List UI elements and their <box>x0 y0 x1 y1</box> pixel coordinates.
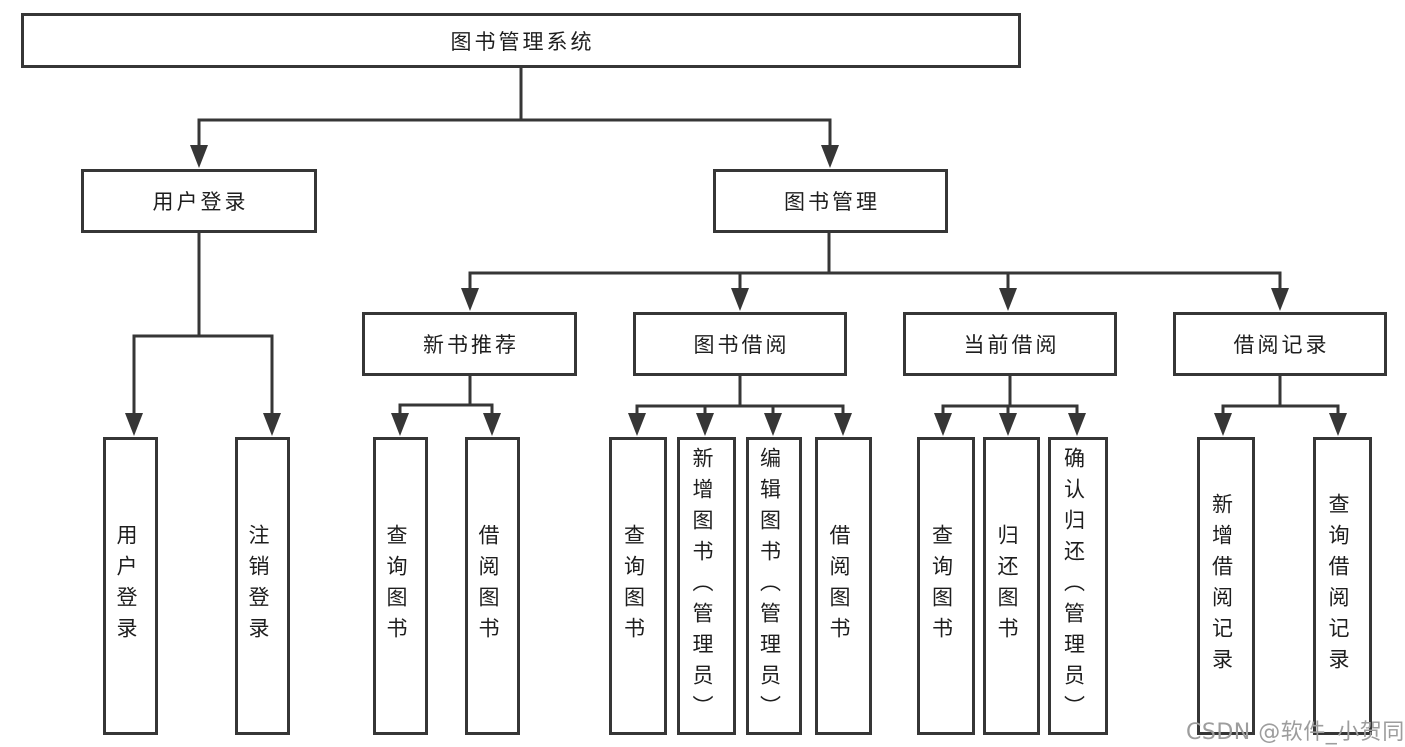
leaf-recommend-query-book: 查询图书 <box>373 437 428 735</box>
leaf-add-borrow-record: 新增借阅记录 <box>1197 437 1255 735</box>
leaf-confirm-return-admin: 确认归还（管理员） <box>1048 437 1108 735</box>
leaf-add-book-admin: 新增图书（管理员） <box>677 437 736 735</box>
leaf-edit-book-admin: 编辑图书（管理员） <box>746 437 802 735</box>
node-current-borrow: 当前借阅 <box>903 312 1117 376</box>
node-borrow-record: 借阅记录 <box>1173 312 1387 376</box>
leaf-borrow-query-book: 查询图书 <box>609 437 667 735</box>
leaf-recommend-borrow-book: 借阅图书 <box>465 437 520 735</box>
csdn-watermark: CSDN @软件_小贺同学 <box>1186 720 1405 745</box>
leaf-logout-login: 注销登录 <box>235 437 290 735</box>
node-book-management: 图书管理 <box>713 169 948 233</box>
leaf-user-login: 用户登录 <box>103 437 158 735</box>
node-root: 图书管理系统 <box>21 13 1021 68</box>
leaf-query-borrow-record: 查询借阅记录 <box>1313 437 1372 735</box>
leaf-borrow-book: 借阅图书 <box>815 437 872 735</box>
leaf-return-book: 归还图书 <box>983 437 1040 735</box>
node-book-borrow: 图书借阅 <box>633 312 847 376</box>
node-new-book-recommend: 新书推荐 <box>362 312 577 376</box>
leaf-current-query-book: 查询图书 <box>917 437 975 735</box>
node-user-login: 用户登录 <box>81 169 317 233</box>
